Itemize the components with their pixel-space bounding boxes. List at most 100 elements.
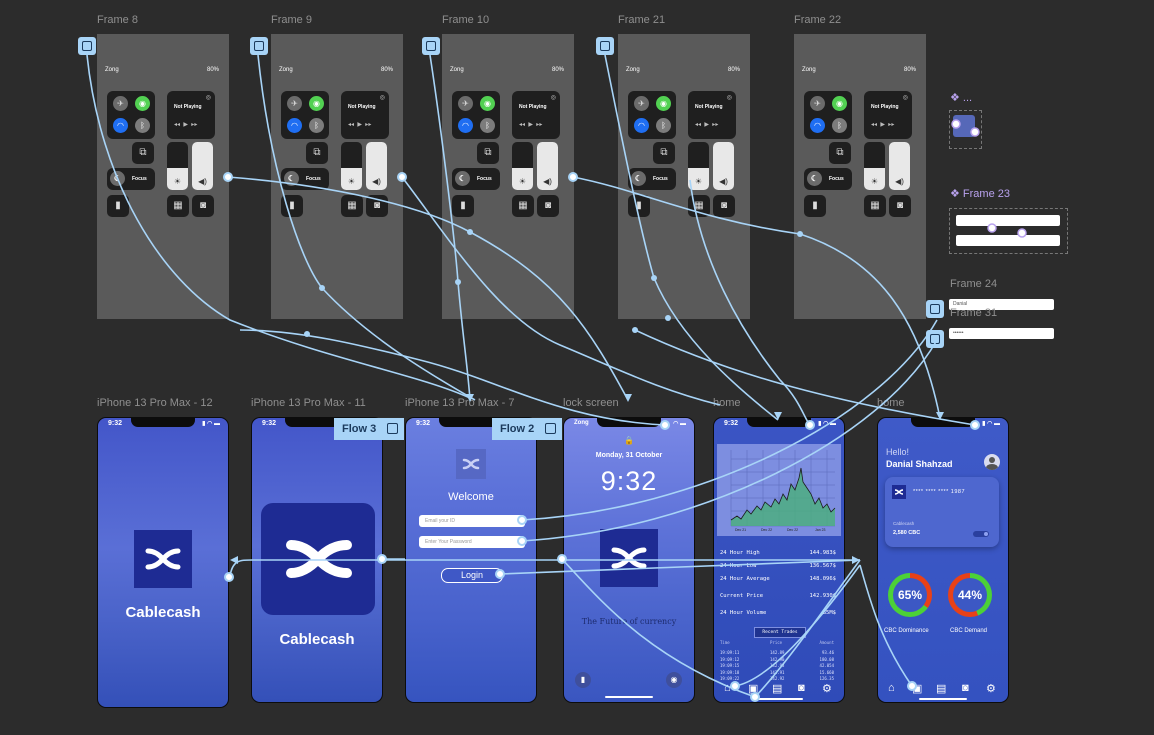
market-icon[interactable]: ▤	[772, 683, 783, 695]
frame-label[interactable]: Frame 21	[618, 14, 666, 26]
home-indicator[interactable]	[605, 696, 653, 698]
camera-icon[interactable]: ◙	[537, 195, 559, 217]
media-controls[interactable]: ◂◂ ▶ ▸▸	[348, 122, 372, 128]
volume-slider[interactable]: ◀)	[192, 142, 213, 190]
bluetooth-icon[interactable]: ᛒ	[309, 118, 324, 133]
wifi-icon[interactable]: ◠	[634, 118, 649, 133]
dominance-ring[interactable]: 65%	[888, 573, 932, 617]
avatar-icon[interactable]	[984, 454, 1000, 470]
frame23-component[interactable]	[949, 208, 1068, 254]
cellular-icon[interactable]: ◉	[480, 96, 495, 111]
prototype-icon[interactable]	[926, 300, 944, 318]
flashlight-icon[interactable]: ▮	[628, 195, 650, 217]
screen-mirror-icon[interactable]: ⧉	[306, 142, 328, 164]
brightness-slider[interactable]: ☀	[864, 142, 885, 190]
market-icon[interactable]: ▤	[936, 683, 947, 695]
flow-start-badge[interactable]: Flow 3	[334, 418, 404, 440]
bluetooth-icon[interactable]: ᛒ	[135, 118, 150, 133]
flashlight-icon[interactable]: ▮	[107, 195, 129, 217]
cellular-icon[interactable]: ◉	[309, 96, 324, 111]
price-chart[interactable]: Dec 21 Dec 22 Dec 22 Jan 23	[717, 444, 841, 536]
airplane-icon[interactable]: ✈	[458, 96, 473, 111]
wallet-icon[interactable]: ▣	[748, 683, 759, 695]
media-tile[interactable]: Not Playing ◂◂ ▶ ▸▸ ◎	[688, 91, 736, 139]
frame-label[interactable]: Frame 9	[271, 14, 312, 26]
frame-label[interactable]: iPhone 13 Pro Max - 11	[251, 397, 366, 409]
brightness-slider[interactable]: ☀	[512, 142, 533, 190]
focus-tile[interactable]: ☾Focus	[107, 168, 155, 190]
login-screen[interactable]: 9:32▮ ◠ ▬ Welcome Email your ID Enter Yo…	[405, 417, 537, 703]
prototype-icon[interactable]	[422, 37, 440, 55]
email-input[interactable]: Email your ID	[419, 515, 525, 527]
airplay-icon[interactable]: ◎	[205, 95, 211, 101]
brightness-slider[interactable]: ☀	[167, 142, 188, 190]
splash-screen-2[interactable]: 9:32▮ ◠ ▬ Cablecash	[251, 417, 383, 703]
home-icon[interactable]: ⌂	[888, 682, 895, 694]
prototype-icon[interactable]	[596, 37, 614, 55]
balance-card[interactable]: **** **** **** 1987 Cablecash 2,580 CBC	[885, 477, 999, 547]
airplane-icon[interactable]: ✈	[287, 96, 302, 111]
frame-label[interactable]: home	[877, 397, 905, 409]
lock-screen[interactable]: Zong◠ ▬ 🔒 Monday, 31 October 9:32 The Fu…	[563, 417, 695, 703]
card-toggle[interactable]	[973, 531, 989, 537]
calculator-icon[interactable]: ▦	[864, 195, 886, 217]
flashlight-icon[interactable]: ▮	[575, 672, 591, 688]
frame-label[interactable]: iPhone 13 Pro Max - 12	[97, 397, 213, 409]
brightness-slider[interactable]: ☀	[341, 142, 362, 190]
splash-screen-1[interactable]: 9:32▮ ◠ ▬ Cablecash	[97, 417, 229, 708]
focus-tile[interactable]: ☾Focus	[452, 168, 500, 190]
home-indicator[interactable]	[755, 698, 803, 700]
airplane-icon[interactable]: ✈	[113, 96, 128, 111]
wifi-icon[interactable]: ◠	[810, 118, 825, 133]
media-controls[interactable]: ◂◂ ▶ ▸▸	[871, 122, 895, 128]
cellular-icon[interactable]: ◉	[135, 96, 150, 111]
airplay-icon[interactable]: ◎	[726, 95, 732, 101]
bluetooth-icon[interactable]: ᛒ	[832, 118, 847, 133]
focus-tile[interactable]: ☾Focus	[628, 168, 676, 190]
airplay-icon[interactable]: ◎	[379, 95, 385, 101]
settings-icon[interactable]: ⚙	[986, 683, 996, 695]
screen-mirror-icon[interactable]: ⧉	[653, 142, 675, 164]
wifi-icon[interactable]: ◠	[458, 118, 473, 133]
brightness-slider[interactable]: ☀	[688, 142, 709, 190]
camera-icon[interactable]: ◙	[798, 682, 805, 694]
wifi-icon[interactable]: ◠	[287, 118, 302, 133]
media-controls[interactable]: ◂◂ ▶ ▸▸	[174, 122, 198, 128]
flow-start-badge[interactable]: Flow 2	[492, 418, 562, 440]
camera-icon[interactable]: ◙	[366, 195, 388, 217]
media-tile[interactable]: Not Playing ◂◂ ▶ ▸▸ ◎	[341, 91, 389, 139]
frame-label[interactable]: home	[713, 397, 741, 409]
bluetooth-icon[interactable]: ᛒ	[656, 118, 671, 133]
component-label[interactable]: ❖ ...	[950, 92, 973, 104]
wallet-icon[interactable]: ▣	[912, 683, 923, 695]
home-screen[interactable]: ▮ ◠ ▬ Hello! Danial Shahzad **** **** **…	[877, 417, 1009, 703]
frame-label[interactable]: Frame 22	[794, 14, 842, 26]
focus-tile[interactable]: ☾Focus	[281, 168, 329, 190]
prototype-icon[interactable]	[78, 37, 96, 55]
home-icon[interactable]: ⌂	[724, 682, 731, 694]
airplane-icon[interactable]: ✈	[810, 96, 825, 111]
airplay-icon[interactable]: ◎	[902, 95, 908, 101]
media-controls[interactable]: ◂◂ ▶ ▸▸	[519, 122, 543, 128]
component-instance[interactable]	[949, 110, 982, 149]
calculator-icon[interactable]: ▦	[688, 195, 710, 217]
media-tile[interactable]: Not Playing ◂◂ ▶ ▸▸ ◎	[512, 91, 560, 139]
frame-label[interactable]: Frame 10	[442, 14, 490, 26]
wifi-icon[interactable]: ◠	[113, 118, 128, 133]
screen-mirror-icon[interactable]: ⧉	[829, 142, 851, 164]
camera-icon[interactable]: ◙	[889, 195, 911, 217]
airplane-icon[interactable]: ✈	[634, 96, 649, 111]
password-input[interactable]: Enter Your Password	[419, 536, 525, 548]
recent-trades-tab[interactable]: Recent Trades	[754, 627, 806, 638]
frame-label[interactable]: iPhone 13 Pro Max - 7	[405, 397, 515, 409]
airplay-icon[interactable]: ◎	[550, 95, 556, 101]
frame23-label[interactable]: ❖ Frame 23	[950, 188, 1010, 200]
camera-icon[interactable]: ◉	[666, 672, 682, 688]
frame31-label[interactable]: Frame 31	[950, 307, 998, 319]
cellular-icon[interactable]: ◉	[832, 96, 847, 111]
screen-mirror-icon[interactable]: ⧉	[132, 142, 154, 164]
cellular-icon[interactable]: ◉	[656, 96, 671, 111]
login-button[interactable]: Login	[441, 568, 503, 583]
